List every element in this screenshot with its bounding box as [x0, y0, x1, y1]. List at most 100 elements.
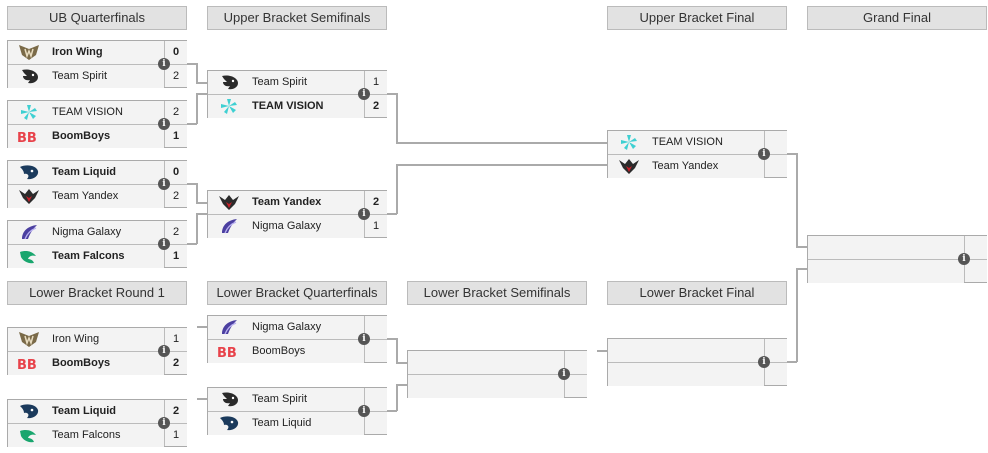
team-score: 0	[172, 166, 180, 178]
team-liquid-logo-icon	[216, 414, 242, 433]
team-score: 1	[172, 250, 180, 262]
team-score: 2	[372, 196, 380, 208]
score-divider	[365, 94, 387, 95]
team-row[interactable]: TEAM VISION	[208, 95, 364, 118]
team-name: Team Yandex	[52, 190, 119, 202]
bracket-connector	[787, 153, 797, 155]
round-header-grand-final: Grand Final	[807, 6, 987, 30]
info-icon[interactable]: i	[158, 238, 170, 250]
team-row[interactable]: BB BoomBoys	[208, 340, 364, 363]
row-divider	[208, 214, 364, 215]
info-icon[interactable]: i	[358, 333, 370, 345]
row-divider	[208, 411, 364, 412]
match-ub-final: TEAM VISION Team Yandex i	[607, 130, 787, 178]
match-lb-final: i	[607, 338, 787, 386]
team-score	[565, 375, 587, 398]
team-row[interactable]: Team Yandex	[208, 191, 364, 214]
score-divider	[165, 184, 187, 185]
team-row[interactable]: Team Spirit	[8, 65, 164, 88]
info-icon[interactable]: i	[158, 118, 170, 130]
team-name: BoomBoys	[52, 357, 111, 369]
team-row[interactable]	[408, 351, 564, 374]
team-row[interactable]: Team Yandex	[608, 155, 764, 178]
bracket-connector	[196, 213, 208, 215]
bracket-connector	[196, 93, 198, 124]
svg-text:BB: BB	[17, 358, 37, 373]
team-score: 1	[172, 333, 180, 345]
row-divider	[8, 184, 164, 185]
boomboys-logo-icon: BB	[216, 342, 242, 361]
team-name: Team Yandex	[252, 196, 322, 208]
info-icon[interactable]: i	[758, 356, 770, 368]
score-divider	[165, 124, 187, 125]
iron-wing-logo-icon	[16, 43, 42, 62]
svg-text:BB: BB	[17, 131, 37, 146]
team-name: BoomBoys	[252, 345, 306, 357]
info-icon[interactable]: i	[958, 253, 970, 265]
team-row[interactable]: Team Liquid	[8, 161, 164, 184]
team-row[interactable]: Iron Wing	[8, 328, 164, 351]
team-yandex-logo-icon	[16, 187, 42, 206]
team-row[interactable]: Team Liquid	[208, 412, 364, 435]
info-icon[interactable]: i	[158, 178, 170, 190]
team-row[interactable]: Team Liquid	[8, 400, 164, 423]
team-row[interactable]: Team Yandex	[8, 185, 164, 208]
bracket-connector	[796, 153, 798, 247]
info-icon[interactable]: i	[358, 88, 370, 100]
info-icon[interactable]: i	[158, 417, 170, 429]
nigma-galaxy-logo-icon	[16, 223, 42, 242]
team-row[interactable]	[408, 375, 564, 398]
info-icon[interactable]: i	[158, 58, 170, 70]
team-row[interactable]: Iron Wing	[8, 41, 164, 64]
team-row[interactable]: Team Spirit	[208, 71, 364, 94]
svg-text:BB: BB	[217, 346, 237, 361]
team-name: BoomBoys	[52, 130, 111, 142]
team-row[interactable]: Team Spirit	[208, 388, 364, 411]
bracket-connector	[197, 398, 208, 400]
team-row[interactable]: Team Falcons	[8, 245, 164, 268]
info-icon[interactable]: i	[358, 405, 370, 417]
round-header-lb-sf: Lower Bracket Semifinals	[407, 281, 587, 305]
team-spirit-logo-icon	[216, 73, 242, 92]
team-row[interactable]	[808, 260, 964, 283]
info-icon[interactable]: i	[758, 148, 770, 160]
team-score: 1	[372, 220, 380, 232]
team-falcons-logo-icon	[16, 247, 42, 266]
info-icon[interactable]: i	[358, 208, 370, 220]
team-row[interactable]	[608, 339, 764, 362]
team-name: Team Spirit	[52, 70, 108, 82]
round-header-ub-qf: UB Quarterfinals	[7, 6, 187, 30]
team-score: 0	[172, 46, 180, 58]
bracket-connector	[396, 338, 398, 363]
row-divider	[608, 154, 764, 155]
team-row[interactable]	[608, 363, 764, 386]
team-row[interactable]: TEAM VISION	[608, 131, 764, 154]
team-row[interactable]: Team Falcons	[8, 424, 164, 447]
team-name: Team Liquid	[52, 166, 116, 178]
bracket-connector	[187, 243, 197, 245]
nigma-galaxy-logo-icon	[216, 217, 242, 236]
info-icon[interactable]: i	[558, 368, 570, 380]
team-row[interactable]	[808, 236, 964, 259]
team-row[interactable]: Nigma Galaxy	[208, 316, 364, 339]
team-score: 2	[172, 357, 180, 369]
round-header-lb-r1: Lower Bracket Round 1	[7, 281, 187, 305]
bracket-connector	[387, 93, 397, 95]
team-row[interactable]: BB BoomBoys	[8, 125, 164, 148]
bracket-connector	[796, 268, 798, 362]
team-spirit-logo-icon	[16, 67, 42, 86]
team-vision-logo-icon	[616, 133, 642, 152]
bracket-connector	[396, 384, 398, 411]
team-name: Team Yandex	[652, 160, 719, 172]
row-divider	[8, 244, 164, 245]
bracket-connector	[196, 183, 198, 203]
team-name: Nigma Galaxy	[252, 321, 322, 333]
team-row[interactable]: Nigma Galaxy	[208, 215, 364, 238]
team-row[interactable]: BB BoomBoys	[8, 352, 164, 375]
score-divider	[165, 423, 187, 424]
team-row[interactable]: Nigma Galaxy	[8, 221, 164, 244]
round-header-lb-final: Lower Bracket Final	[607, 281, 787, 305]
info-icon[interactable]: i	[158, 345, 170, 357]
team-row[interactable]: TEAM VISION	[8, 101, 164, 124]
